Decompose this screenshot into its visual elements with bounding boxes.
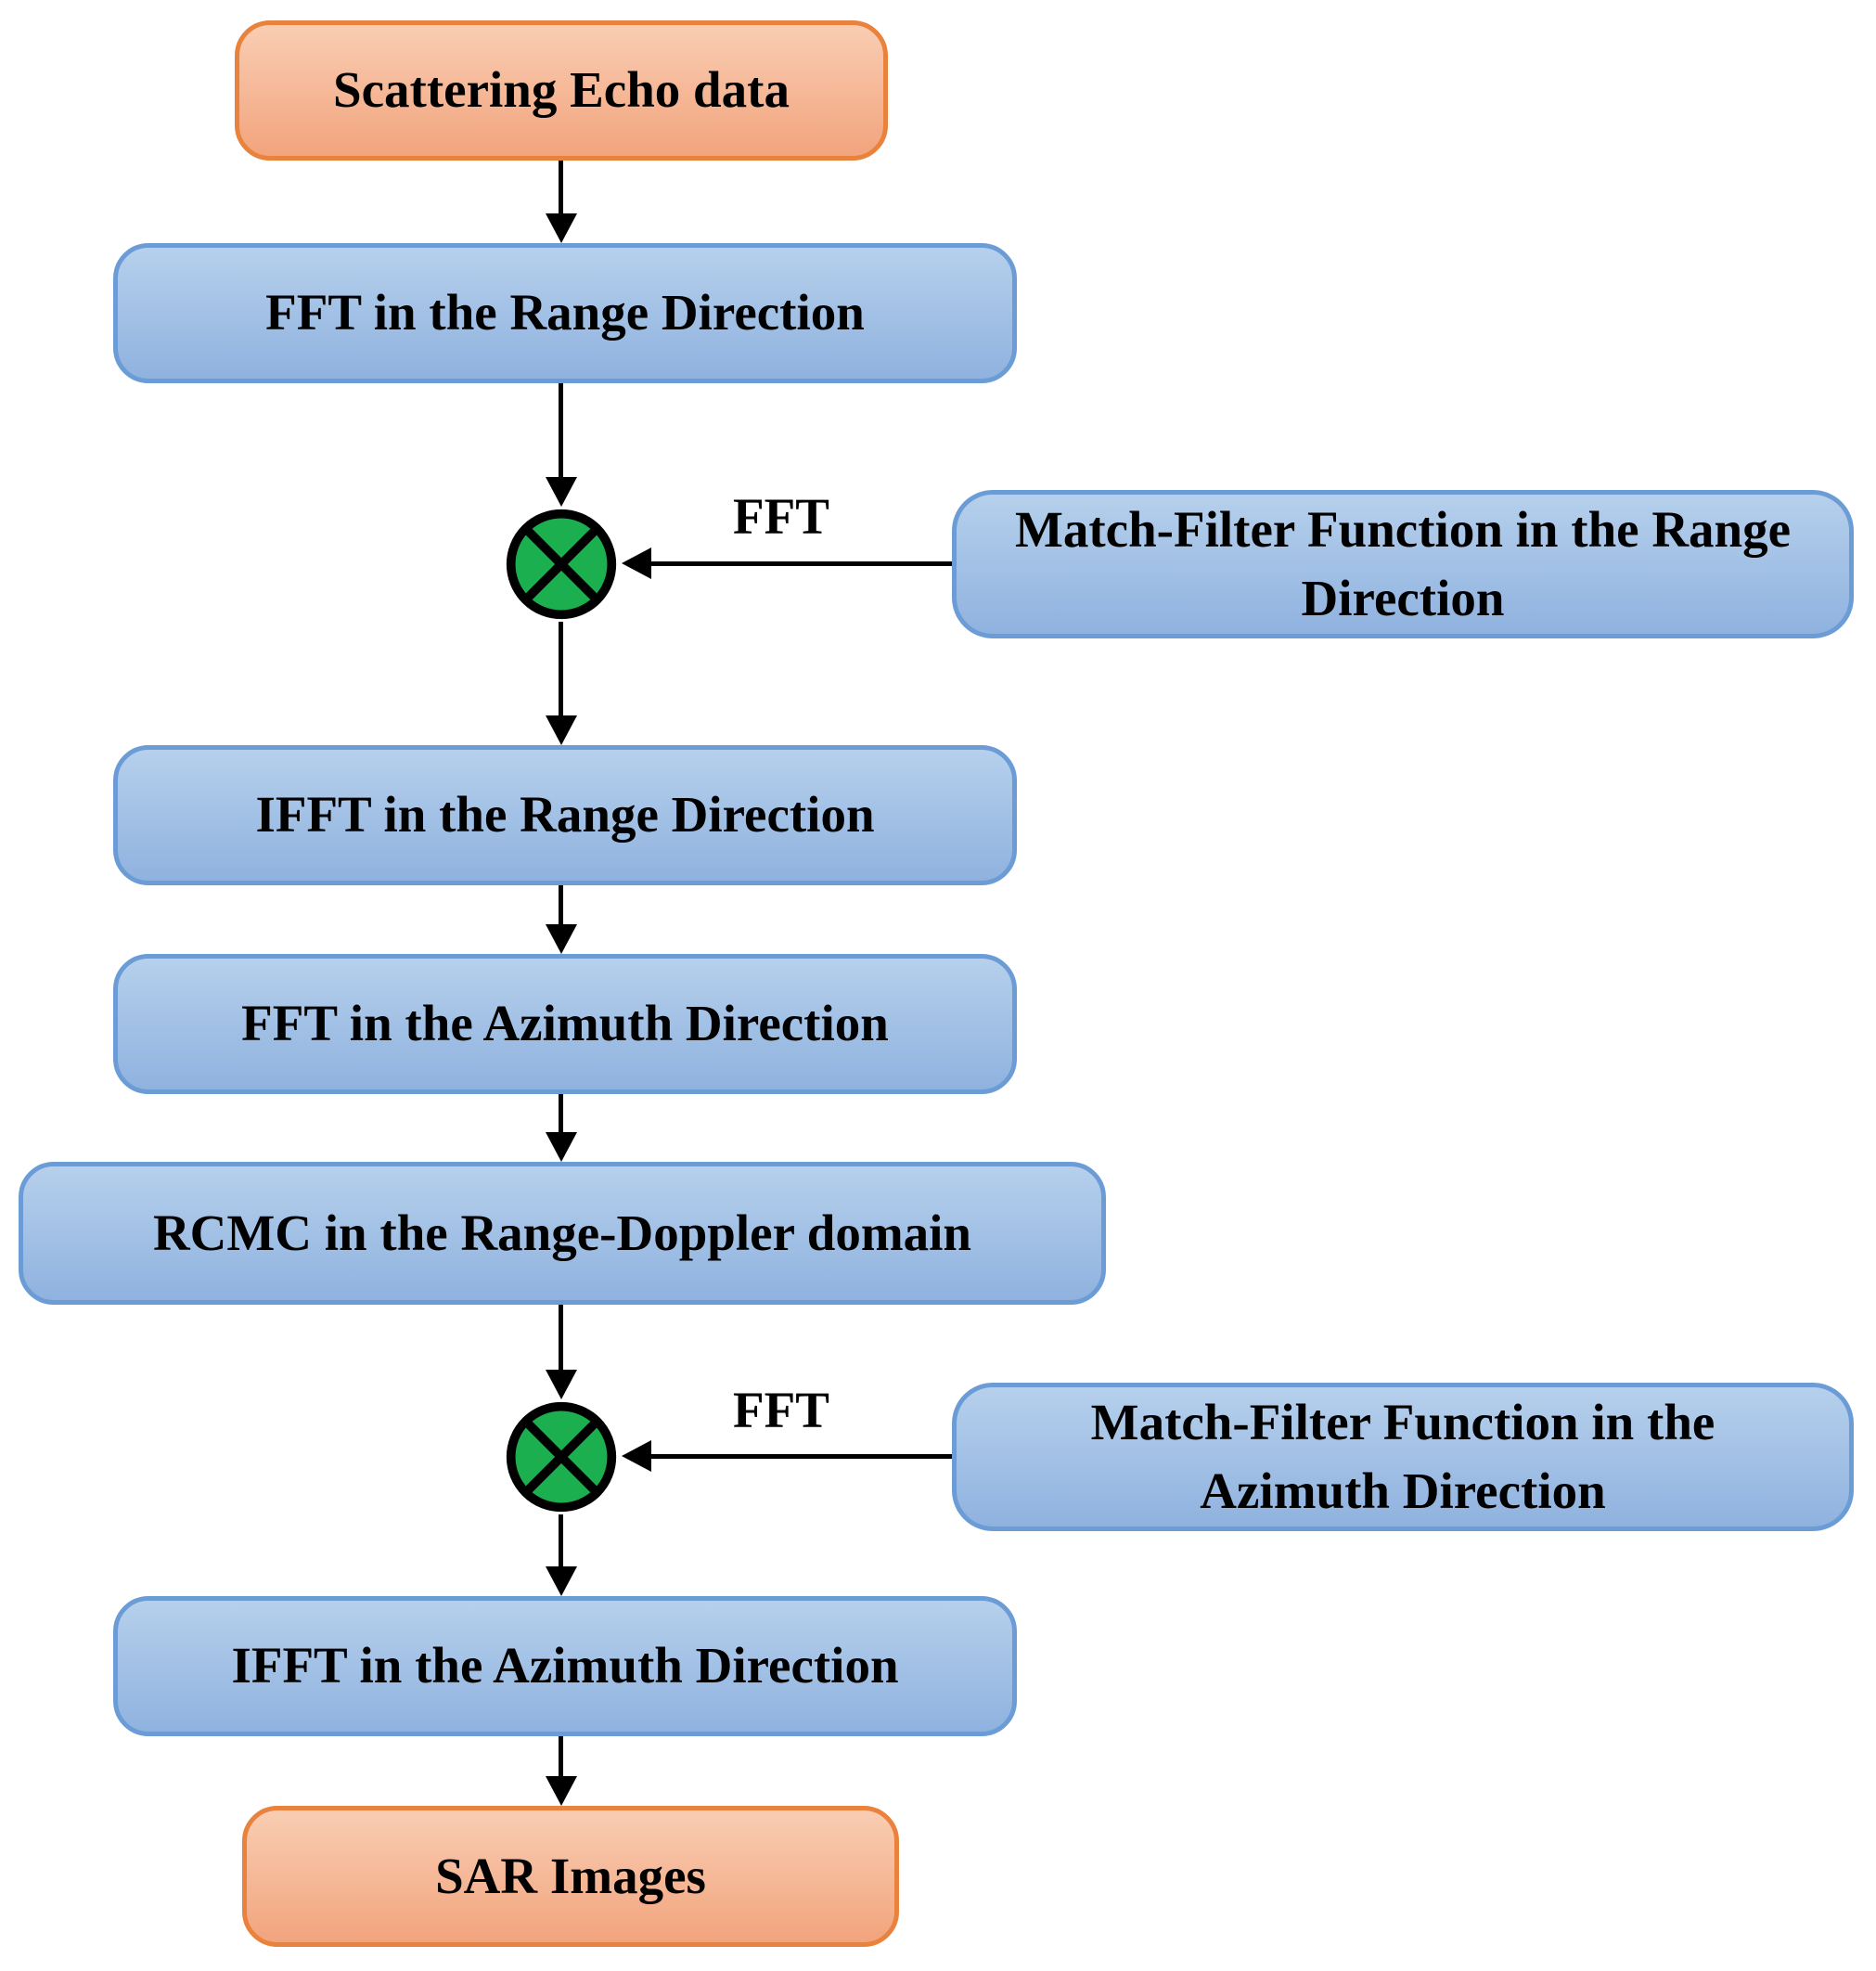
node-label: FFT in the Range Direction — [265, 284, 865, 341]
arrow-shaft — [559, 1305, 563, 1372]
arrow-shaft — [559, 1514, 563, 1568]
node-fft-azimuth-direction: FFT in the Azimuth Direction — [113, 954, 1017, 1094]
arrow-shaft — [649, 1454, 952, 1459]
node-label: IFFT in the Azimuth Direction — [231, 1637, 899, 1694]
arrow-head-down-icon — [546, 715, 577, 745]
times-circle-svg — [506, 1401, 617, 1513]
node-label: Match-Filter Function in the Range Direc… — [1014, 500, 1792, 626]
node-label: Match-Filter Function in the Azimuth Dir… — [1090, 1393, 1715, 1519]
multiplier-times-circle-icon — [502, 505, 621, 624]
node-fft-range-direction: FFT in the Range Direction — [113, 243, 1017, 383]
multiplier-times-circle-icon — [502, 1398, 621, 1516]
arrow-head-down-icon — [546, 1370, 577, 1399]
node-ifft-range-direction: IFFT in the Range Direction — [113, 745, 1017, 885]
arrow-head-down-icon — [546, 1776, 577, 1806]
node-rcmc-range-doppler: RCMC in the Range-Doppler domain — [19, 1162, 1106, 1305]
arrow-shaft — [649, 561, 952, 566]
node-match-filter-range: Match-Filter Function in the Range Direc… — [952, 490, 1854, 638]
node-label: FFT in the Azimuth Direction — [241, 995, 889, 1052]
node-sar-images: SAR Images — [242, 1806, 899, 1947]
node-match-filter-azimuth: Match-Filter Function in the Azimuth Dir… — [952, 1383, 1854, 1531]
node-scattering-echo-data: Scattering Echo data — [235, 20, 888, 161]
arrow-shaft — [559, 885, 563, 926]
arrow-shaft — [559, 1736, 563, 1778]
edge-label-fft-azimuth: FFT — [733, 1382, 829, 1438]
arrow-head-down-icon — [546, 924, 577, 954]
node-label: SAR Images — [435, 1847, 706, 1904]
node-ifft-azimuth-direction: IFFT in the Azimuth Direction — [113, 1596, 1017, 1736]
arrow-shaft — [559, 622, 563, 717]
node-label: Scattering Echo data — [333, 61, 790, 119]
arrow-head-down-icon — [546, 477, 577, 507]
times-circle-svg — [506, 509, 617, 620]
node-label: IFFT in the Range Direction — [255, 786, 875, 844]
arrow-shaft — [559, 161, 563, 216]
arrow-head-left-icon — [622, 1440, 651, 1472]
node-label: RCMC in the Range-Doppler domain — [152, 1204, 972, 1261]
arrow-head-down-icon — [546, 213, 577, 243]
arrow-head-left-icon — [622, 548, 651, 579]
edge-label-fft-range: FFT — [733, 488, 829, 545]
arrow-head-down-icon — [546, 1132, 577, 1162]
arrow-head-down-icon — [546, 1566, 577, 1596]
arrow-shaft — [559, 383, 563, 479]
arrow-shaft — [559, 1094, 563, 1134]
